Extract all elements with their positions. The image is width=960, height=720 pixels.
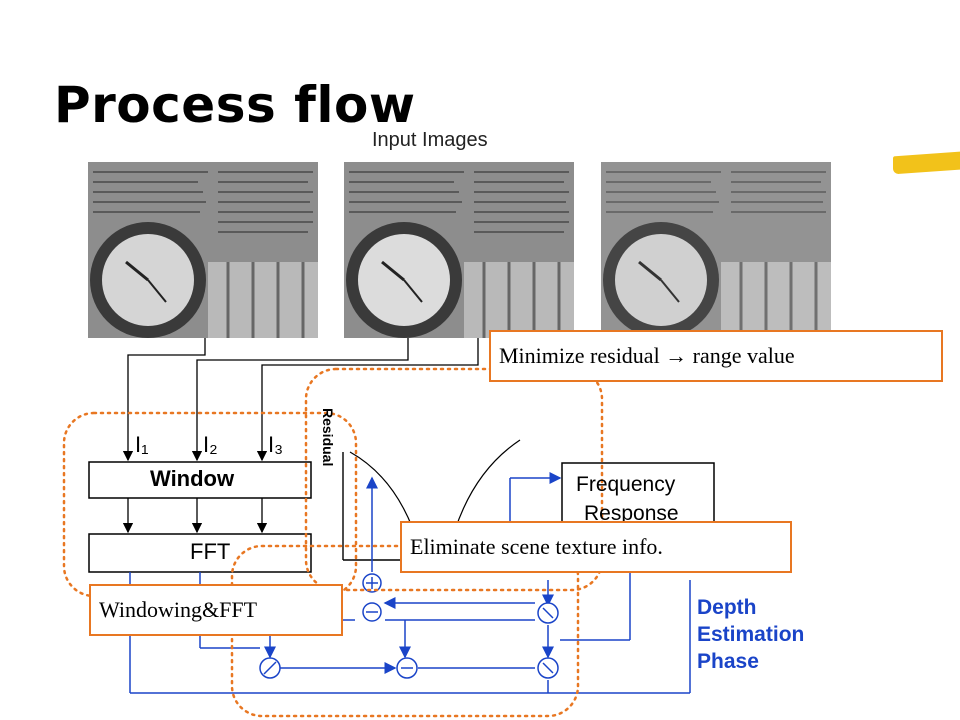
slide-title: Process flow <box>54 76 416 134</box>
input-image-1 <box>88 162 318 338</box>
depth-label-line-1: Depth <box>697 596 757 619</box>
input-label-3: I₃ <box>268 432 284 457</box>
frequency-label: Frequency <box>576 473 676 496</box>
depth-label-line-3: Phase <box>697 650 759 673</box>
input-label-1: I₁ <box>135 432 149 457</box>
depth-estimation-phase-label: Depth Estimation Phase <box>697 594 804 675</box>
residual-axis-label: Residual <box>320 408 336 467</box>
input-images-label: Input Images <box>372 129 488 151</box>
input-label-2: I₂ <box>203 432 218 457</box>
window-box <box>88 461 312 499</box>
callout-minimize-residual: Minimize residual → range value <box>489 330 943 382</box>
callout-windowing-fft: Windowing&FFT <box>89 584 343 636</box>
input-image-2 <box>344 162 574 338</box>
window-label: Window <box>150 466 235 491</box>
depth-label-line-2: Estimation <box>697 623 805 646</box>
frequency-response-box <box>561 462 715 532</box>
fft-label: FFT <box>190 539 231 564</box>
input-image-3 <box>601 162 831 338</box>
response-label: Response <box>584 502 679 525</box>
callout-eliminate-texture: Eliminate scene texture info. <box>400 521 792 573</box>
